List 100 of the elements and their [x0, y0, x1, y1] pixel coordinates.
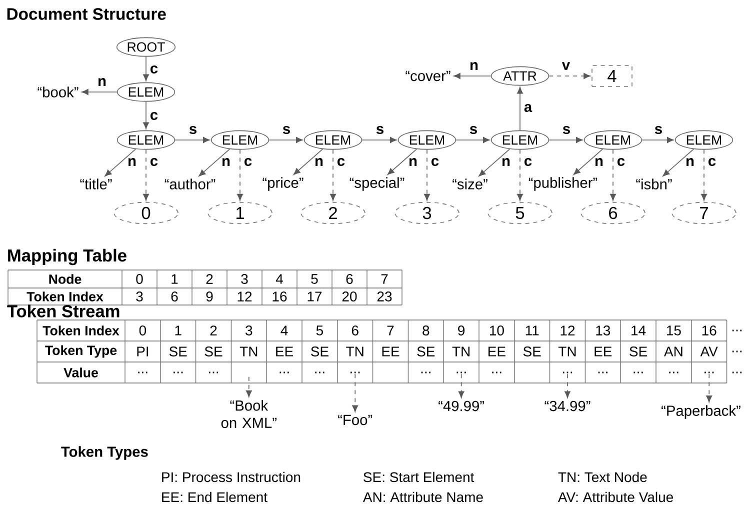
- table-value: 3: [241, 274, 248, 284]
- arrow: [458, 374, 464, 398]
- string-label: “cover”: [406, 70, 450, 82]
- arrow: [143, 101, 149, 130]
- arrow: [198, 148, 230, 176]
- arrow: [456, 137, 490, 143]
- edge-label: c: [149, 157, 159, 167]
- arrow: [454, 73, 492, 79]
- table-value: 16: [702, 326, 716, 336]
- section-heading: Token Stream: [7, 304, 120, 318]
- table-value: ...: [208, 372, 218, 374]
- legend-entry: EE: End Element: [162, 492, 268, 502]
- table-value: SE: [630, 346, 648, 356]
- string-label: “isbn”: [636, 178, 672, 190]
- table-value: EE: [276, 346, 294, 356]
- arrow: [104, 148, 136, 176]
- table-value: ...: [598, 372, 608, 374]
- arrow: [82, 89, 118, 95]
- table-value: 10: [490, 326, 504, 336]
- legend-entry: PI: Process Instruction: [162, 472, 300, 482]
- table-value: EE: [382, 346, 400, 356]
- table-value: SE: [169, 346, 187, 356]
- arrow: [478, 148, 510, 176]
- table-value: ...: [456, 372, 466, 374]
- string-label: “title”: [80, 178, 112, 190]
- arrow: [573, 148, 604, 175]
- token-node: 3: [394, 202, 460, 224]
- table-value: 15: [666, 326, 681, 336]
- string-label: “publisher”: [528, 177, 598, 191]
- table-value: 5: [316, 326, 323, 336]
- table-value: ...: [350, 372, 360, 374]
- edge-label: c: [616, 157, 626, 167]
- tree-node: ELEM: [490, 130, 550, 150]
- edge-label: n: [314, 157, 324, 167]
- token-box: 4: [592, 65, 632, 87]
- tree-node: ELEM: [584, 130, 642, 150]
- value-text: “34.99”: [544, 400, 590, 412]
- arrow: [293, 148, 324, 175]
- tree-node: ELEM: [398, 130, 456, 150]
- table-value: 12: [560, 326, 575, 336]
- arrow: [387, 148, 418, 175]
- heading: Document Structure: [7, 8, 166, 20]
- table-value: AN: [664, 346, 682, 356]
- section-heading: Token Types: [61, 446, 148, 460]
- table-value: 7: [387, 326, 394, 336]
- table-value: SE: [311, 346, 328, 356]
- edge-label: c: [707, 157, 717, 167]
- table-value: 16: [272, 292, 287, 302]
- table-value: ...: [315, 372, 324, 374]
- arrow: [268, 137, 303, 143]
- table-value: 1: [172, 274, 178, 284]
- arrow: [548, 137, 583, 143]
- table-value: ...: [492, 372, 502, 374]
- arrow: [564, 374, 570, 398]
- table-header: Token Type: [45, 345, 117, 358]
- table-value: 7: [381, 274, 388, 284]
- table-value: ...: [174, 372, 183, 374]
- edge-label: s: [654, 125, 664, 135]
- token-node: 0: [114, 202, 178, 224]
- table-header: Value: [64, 368, 98, 378]
- table-value: 2: [210, 326, 217, 336]
- arrow: [424, 149, 430, 201]
- table-value: ...: [562, 372, 572, 374]
- legend-entry: TN: Text Node: [558, 472, 647, 482]
- table-value: 13: [596, 326, 610, 336]
- edge-label: n: [126, 157, 138, 167]
- ellipsis: ...: [732, 350, 742, 352]
- table-value: 11: [526, 326, 539, 336]
- table-value: TN: [346, 346, 364, 356]
- table-value: EE: [594, 346, 612, 356]
- tree-node: ELEM: [116, 82, 176, 102]
- token-node: 2: [300, 202, 366, 224]
- tree-node: ATTR: [490, 66, 550, 86]
- table-value: 4: [276, 274, 283, 284]
- arrow: [701, 149, 707, 201]
- legend-entry: SE: Start Element: [364, 472, 474, 482]
- tree-node: ELEM: [116, 130, 176, 150]
- table-value: 0: [136, 274, 143, 284]
- value-text: “Foo”: [338, 414, 372, 426]
- table-value: 1: [175, 326, 182, 336]
- table-value: 3: [246, 326, 252, 336]
- table-value: SE: [204, 346, 222, 356]
- tree-node: ELEM: [674, 130, 734, 150]
- edge-label: n: [594, 157, 604, 167]
- value-text: “49.99”: [438, 400, 484, 412]
- table-value: 20: [342, 292, 357, 302]
- arrow: [143, 149, 149, 201]
- value-text: “Paperback”: [662, 405, 740, 419]
- edge-label: c: [149, 64, 159, 74]
- table-value: 6: [346, 274, 353, 284]
- ellipsis: ...: [732, 372, 742, 374]
- edge-label: c: [430, 157, 440, 167]
- value-text: “Book on XML”: [221, 400, 276, 428]
- string-label: “price”: [262, 177, 304, 191]
- table-value: 23: [377, 292, 392, 302]
- arrow: [548, 73, 590, 79]
- table-value: TN: [240, 346, 258, 356]
- token-node: 1: [208, 202, 272, 224]
- table-value: SE: [523, 346, 541, 356]
- token-node: 6: [580, 202, 646, 224]
